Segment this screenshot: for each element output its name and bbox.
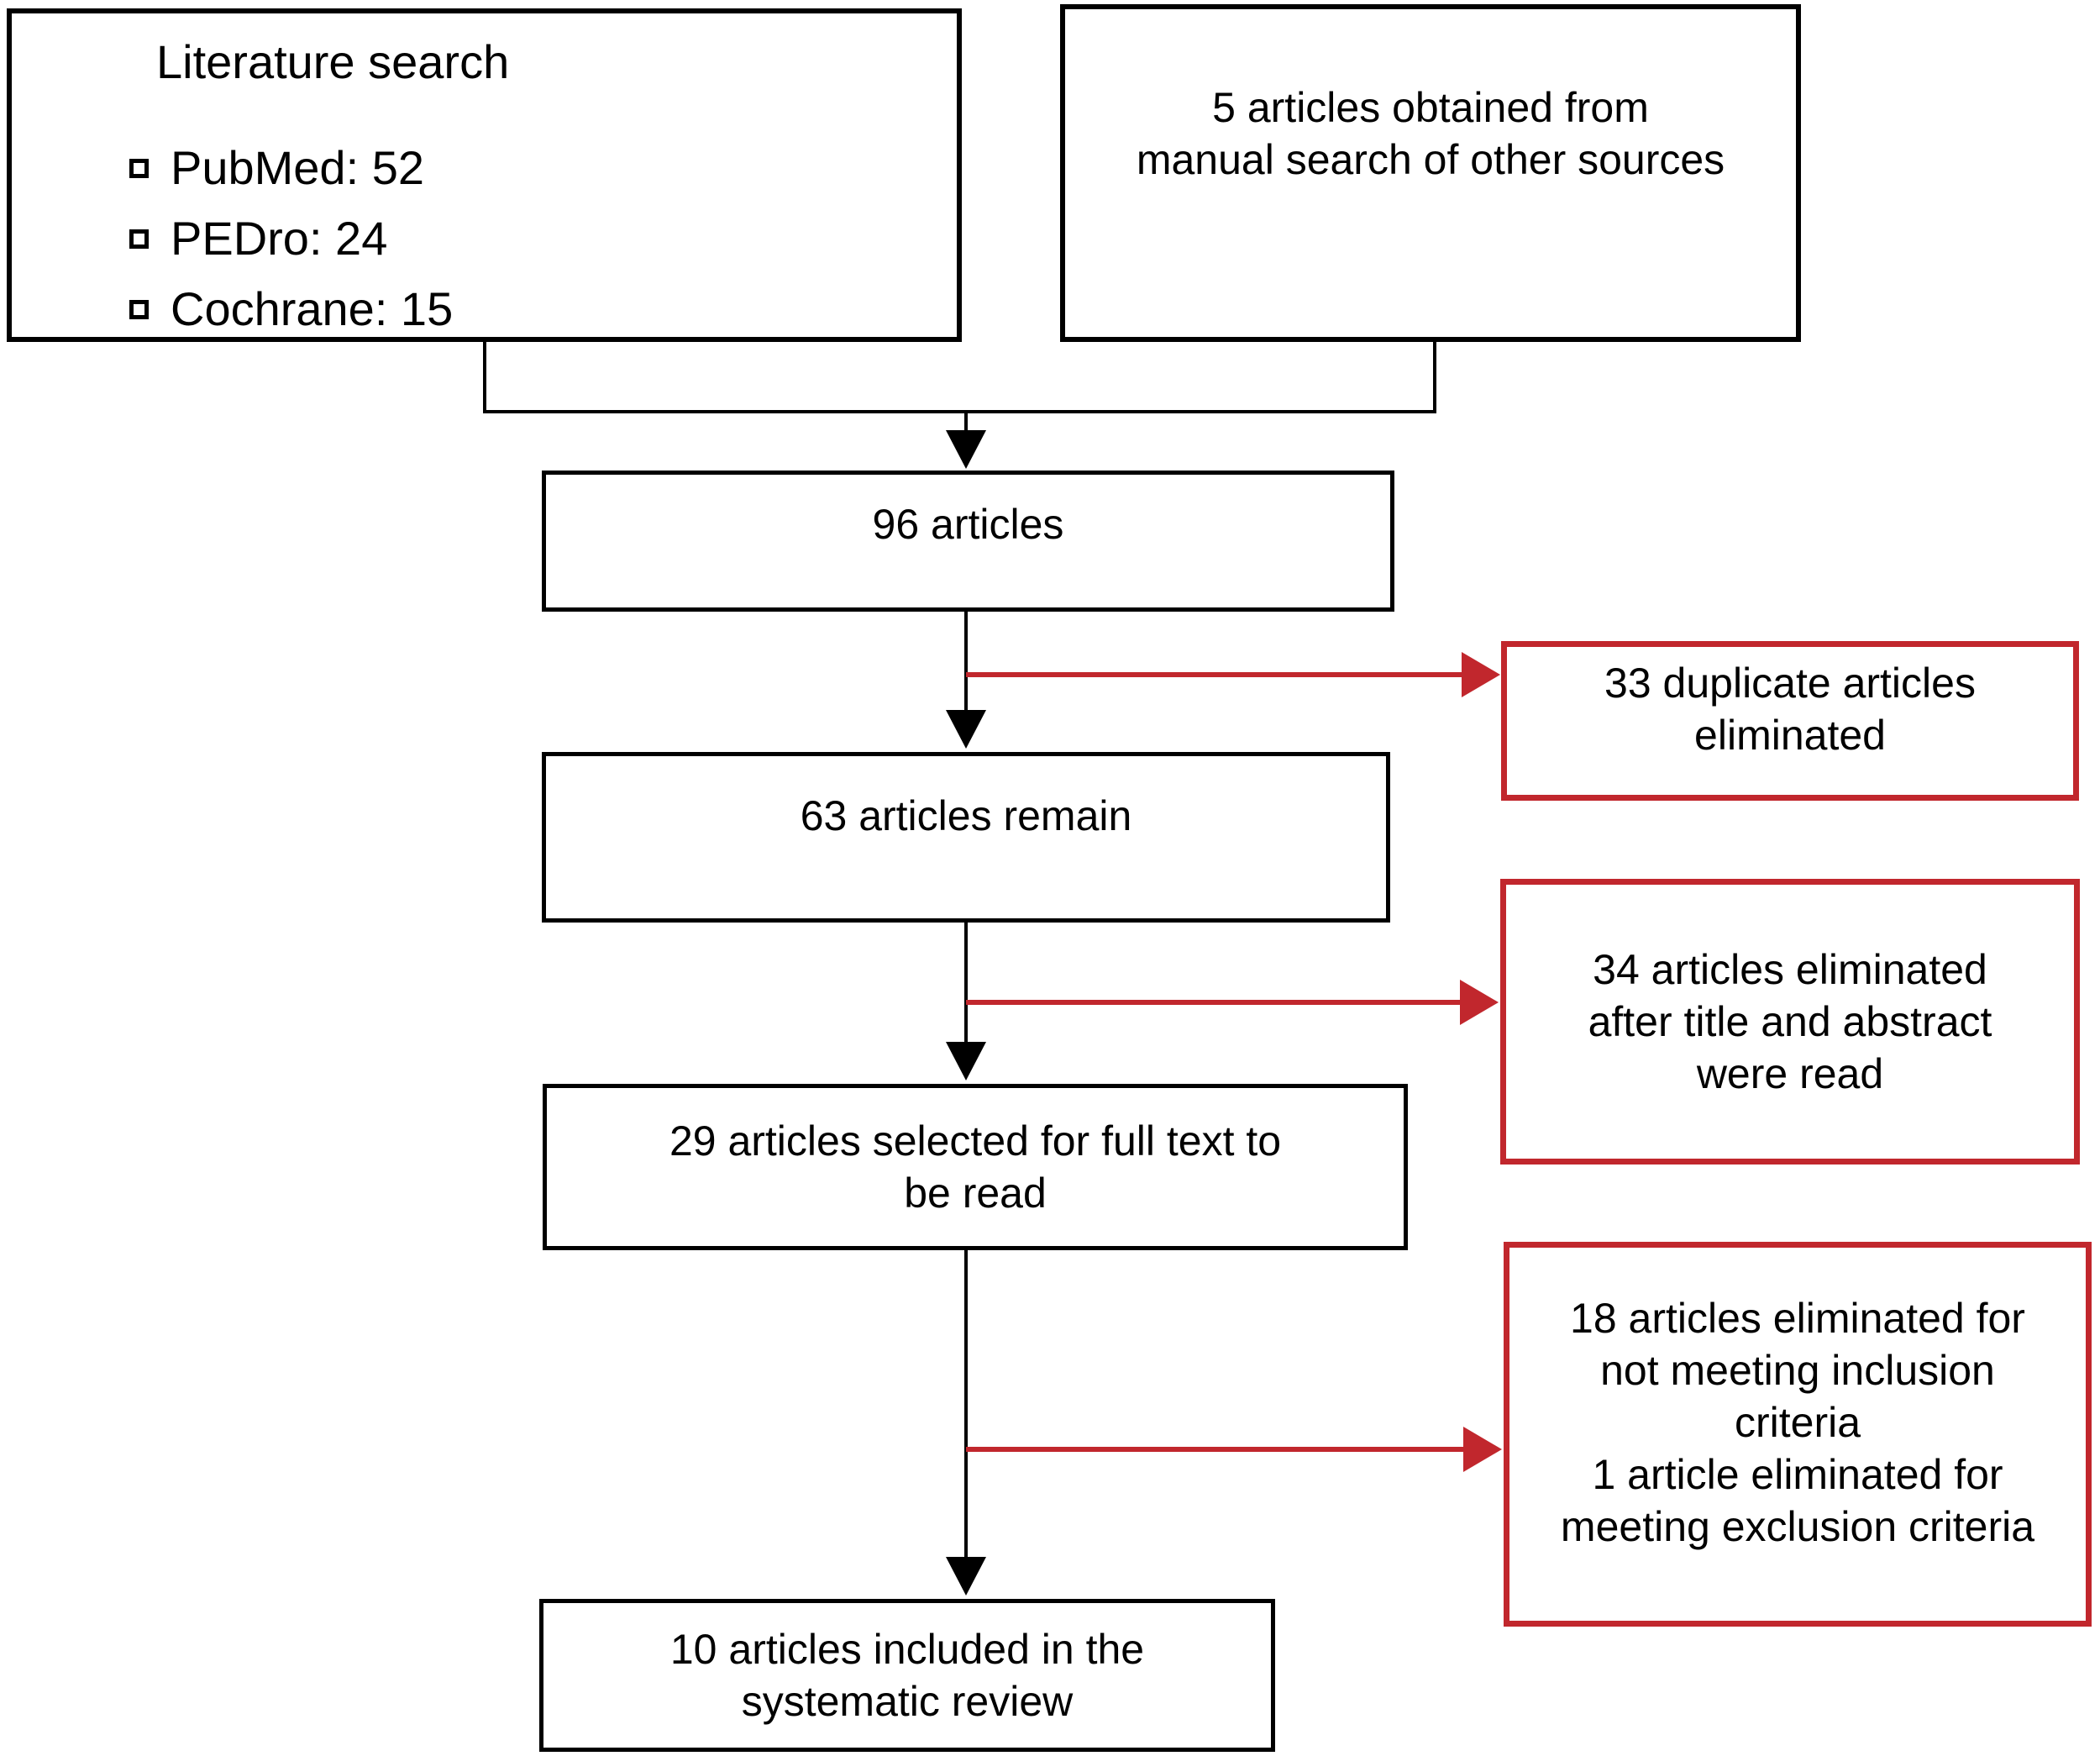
arrowhead-into-total-icon xyxy=(946,430,986,469)
criteria-eliminated-text: 18 articles eliminated for xyxy=(1570,1295,2025,1342)
criteria-eliminated-text: not meeting inclusion xyxy=(1600,1347,1995,1394)
manual-search-text: 5 articles obtained from xyxy=(1212,84,1649,131)
title-abstract-eliminated-box: 34 articles eliminated after title and a… xyxy=(1500,879,2080,1165)
source-label: PubMed: 52 xyxy=(171,141,424,194)
duplicates-eliminated-box: 33 duplicate articles eliminated xyxy=(1501,641,2079,801)
title-abstract-eliminated-text: were read xyxy=(1696,1050,1884,1097)
arrowhead-into-criteria-icon xyxy=(1463,1427,1502,1472)
arrowhead-into-included-icon xyxy=(946,1557,986,1596)
source-label: PEDro: 24 xyxy=(171,212,388,265)
source-label: Cochrane: 15 xyxy=(171,282,454,335)
criteria-eliminated-text: 1 article eliminated for xyxy=(1592,1451,2003,1498)
literature-search-source-list: PubMed: 52 PEDro: 24 Cochrane: 15 xyxy=(12,133,957,344)
articles-included-box: 10 articles included in the systematic r… xyxy=(539,1599,1275,1752)
square-bullet-icon xyxy=(129,158,149,178)
literature-search-box: Literature search PubMed: 52 PEDro: 24 C… xyxy=(7,8,962,342)
articles-included-text: systematic review xyxy=(741,1678,1074,1725)
articles-remaining-box: 63 articles remain xyxy=(542,752,1390,923)
articles-fulltext-text: be read xyxy=(904,1170,1047,1217)
articles-fulltext-text: 29 articles selected for full text to xyxy=(669,1117,1282,1165)
arrowhead-into-duplicates-icon xyxy=(1462,652,1500,697)
duplicates-eliminated-text: 33 duplicate articles xyxy=(1604,660,1976,707)
title-abstract-eliminated-text: 34 articles eliminated xyxy=(1593,946,1987,993)
articles-total-text: 96 articles xyxy=(872,501,1064,548)
articles-total-box: 96 articles xyxy=(542,471,1394,612)
square-bullet-icon xyxy=(129,299,149,319)
title-abstract-eliminated-text: after title and abstract xyxy=(1588,998,1992,1045)
manual-search-box: 5 articles obtained from manual search o… xyxy=(1060,4,1801,342)
articles-fulltext-box: 29 articles selected for full text to be… xyxy=(543,1084,1408,1250)
square-bullet-icon xyxy=(129,229,149,249)
criteria-eliminated-text: criteria xyxy=(1734,1399,1861,1446)
criteria-eliminated-text: meeting exclusion criteria xyxy=(1560,1503,2035,1550)
arrowhead-into-title-abstract-icon xyxy=(1460,980,1499,1025)
duplicates-eliminated-text: eliminated xyxy=(1694,712,1886,759)
arrowhead-into-remaining-icon xyxy=(946,710,986,749)
articles-included-text: 10 articles included in the xyxy=(669,1626,1145,1673)
source-list-item: PEDro: 24 xyxy=(129,203,957,274)
source-list-item: PubMed: 52 xyxy=(129,133,957,203)
criteria-eliminated-box: 18 articles eliminated for not meeting i… xyxy=(1504,1242,2092,1627)
arrowhead-into-fulltext-icon xyxy=(946,1042,986,1080)
source-list-item: Cochrane: 15 xyxy=(129,274,957,344)
articles-remaining-text: 63 articles remain xyxy=(800,791,1132,839)
literature-search-title: Literature search xyxy=(156,35,510,88)
manual-search-text: manual search of other sources xyxy=(1136,136,1725,183)
